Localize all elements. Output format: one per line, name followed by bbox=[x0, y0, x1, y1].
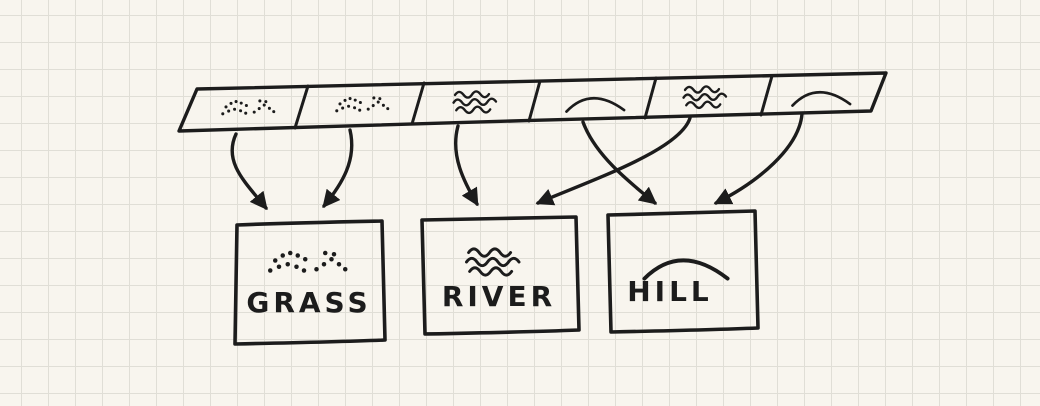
river-waves-icon bbox=[465, 247, 521, 277]
strip-cell-3 bbox=[452, 89, 498, 115]
grass-label: GRASS bbox=[246, 286, 371, 319]
river-box: RIVER bbox=[420, 215, 581, 336]
terrain-strip-outline bbox=[177, 71, 888, 133]
arrow-cell5-to-river bbox=[535, 116, 692, 206]
strip-divider-5 bbox=[759, 74, 774, 117]
arrow-cell4-to-hill bbox=[581, 120, 658, 205]
strip-cell-2 bbox=[334, 95, 390, 113]
river-waves-icon bbox=[682, 84, 728, 110]
hill-box-outline bbox=[606, 209, 760, 334]
mapping-arrows bbox=[230, 112, 804, 211]
strip-divider-4 bbox=[643, 76, 658, 120]
strip-cell-4 bbox=[564, 96, 626, 113]
grass-dots-icon bbox=[268, 250, 348, 273]
grass-box-outline bbox=[233, 219, 387, 346]
strip-cell-5 bbox=[682, 84, 728, 110]
river-label: RIVER bbox=[442, 280, 556, 313]
river-box-outline bbox=[420, 215, 581, 336]
strip-divider-1 bbox=[293, 84, 310, 130]
arrow-cell2-to-grass bbox=[322, 128, 354, 209]
arrow-cell6-to-hill bbox=[713, 112, 804, 205]
terrain-strip bbox=[177, 71, 888, 133]
grass-dots-icon bbox=[220, 98, 276, 116]
strip-cell-6 bbox=[790, 90, 852, 107]
hill-label: HILL bbox=[627, 275, 713, 308]
arrow-cell1-to-grass bbox=[230, 132, 268, 211]
hill-arc-icon bbox=[790, 90, 852, 107]
grass-dots-icon bbox=[334, 95, 390, 113]
strip-divider-2 bbox=[410, 81, 426, 126]
river-waves-icon bbox=[452, 89, 498, 115]
hill-arc-icon bbox=[564, 96, 626, 113]
strip-cell-1 bbox=[220, 98, 276, 116]
hill-box: HILL bbox=[606, 209, 760, 334]
strip-divider-3 bbox=[527, 79, 542, 123]
grass-box: GRASS bbox=[233, 219, 387, 346]
arrow-cell3-to-river bbox=[453, 124, 479, 207]
